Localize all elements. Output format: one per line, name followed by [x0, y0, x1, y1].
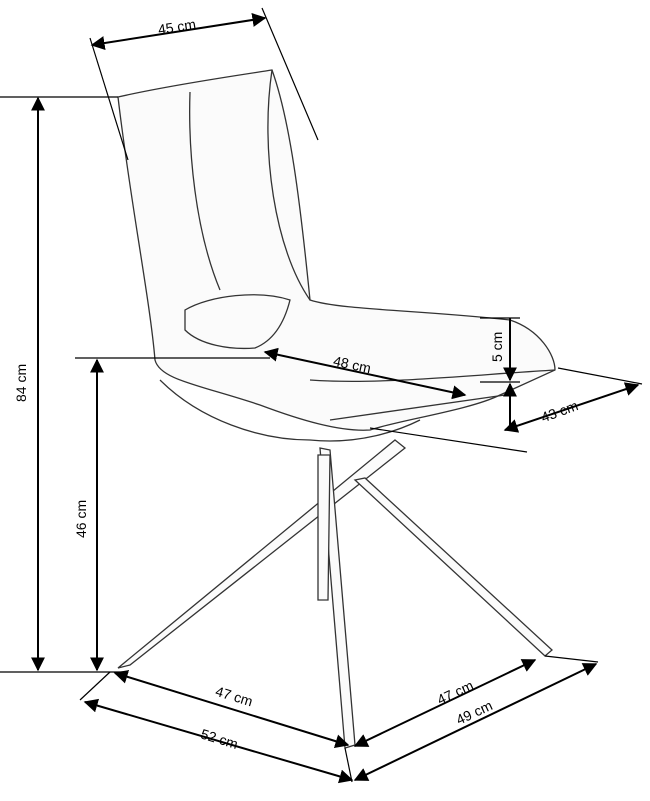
- label-seat-thickness: 5 cm: [489, 332, 505, 362]
- label-base-right: 47 cm: [434, 677, 475, 708]
- chair-back-seam-right: [267, 69, 311, 301]
- label-back-width: 45 cm: [157, 16, 197, 38]
- extension-lines: [0, 7, 643, 783]
- arrow-overall-width: [83, 698, 354, 784]
- label-seat-height: 46 cm: [73, 500, 89, 538]
- arrow-back-width: [90, 13, 267, 50]
- chair-back-seam: [189, 91, 221, 291]
- chair-back-cutout: [184, 294, 291, 350]
- chair-leg: [353, 477, 553, 657]
- arrow-seat-depth: [503, 382, 640, 433]
- label-total-height: 84 cm: [13, 364, 29, 402]
- label-seat-width: 48 cm: [332, 353, 373, 377]
- chair-seat-front: [329, 394, 506, 421]
- dimension-arrows: [31, 13, 640, 784]
- label-overall-width: 52 cm: [199, 726, 240, 752]
- arrow-overall-depth: [353, 663, 598, 781]
- arrow-seat-width: [263, 347, 467, 400]
- chair-leg: [117, 439, 407, 669]
- chair-leg: [317, 454, 331, 601]
- chair-illustration: [117, 69, 556, 442]
- chair-backrest: [117, 69, 556, 431]
- label-seat-depth: 43 cm: [539, 397, 580, 425]
